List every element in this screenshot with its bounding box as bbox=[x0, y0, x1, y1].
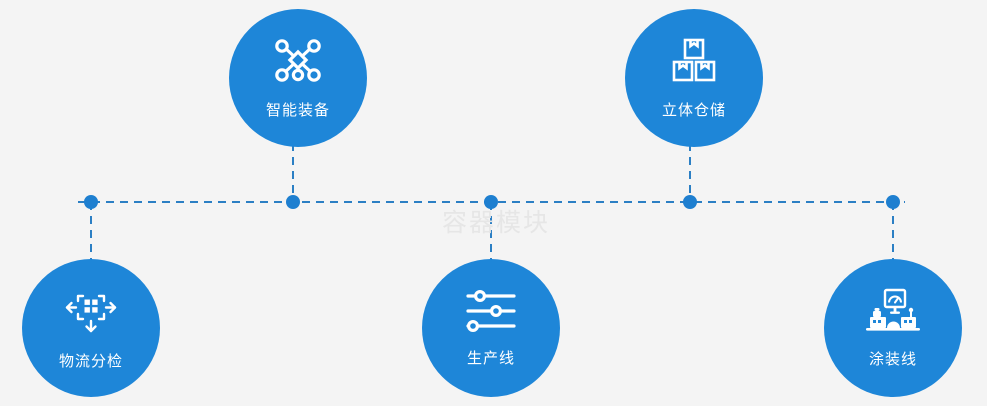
node-painting[interactable]: 涂装线 bbox=[824, 259, 962, 397]
node-label-painting: 涂装线 bbox=[868, 350, 917, 368]
sliders-icon bbox=[464, 289, 518, 333]
network-nodes-icon bbox=[272, 37, 324, 85]
node-warehouse[interactable]: 立体仓储 bbox=[625, 9, 763, 147]
node-label-sorting: 物流分检 bbox=[58, 352, 123, 370]
junction-dot-warehouse[interactable] bbox=[683, 195, 697, 209]
stacked-boxes-icon bbox=[668, 37, 720, 85]
node-smart-equipment[interactable]: 智能装备 bbox=[229, 9, 367, 147]
node-sorting[interactable]: 物流分检 bbox=[22, 259, 160, 397]
node-production[interactable]: 生产线 bbox=[422, 259, 560, 397]
junction-dot-sorting[interactable] bbox=[84, 195, 98, 209]
node-label-warehouse: 立体仓储 bbox=[661, 101, 726, 119]
factory-monitor-icon bbox=[863, 288, 923, 334]
node-label-smart-equipment: 智能装备 bbox=[265, 101, 330, 119]
junction-dot-smart-equipment[interactable] bbox=[286, 195, 300, 209]
node-label-production: 生产线 bbox=[466, 349, 515, 367]
junction-dot-painting[interactable] bbox=[886, 195, 900, 209]
scan-sort-arrows-icon bbox=[63, 286, 119, 336]
watermark-text: 容器模块 bbox=[441, 209, 550, 237]
